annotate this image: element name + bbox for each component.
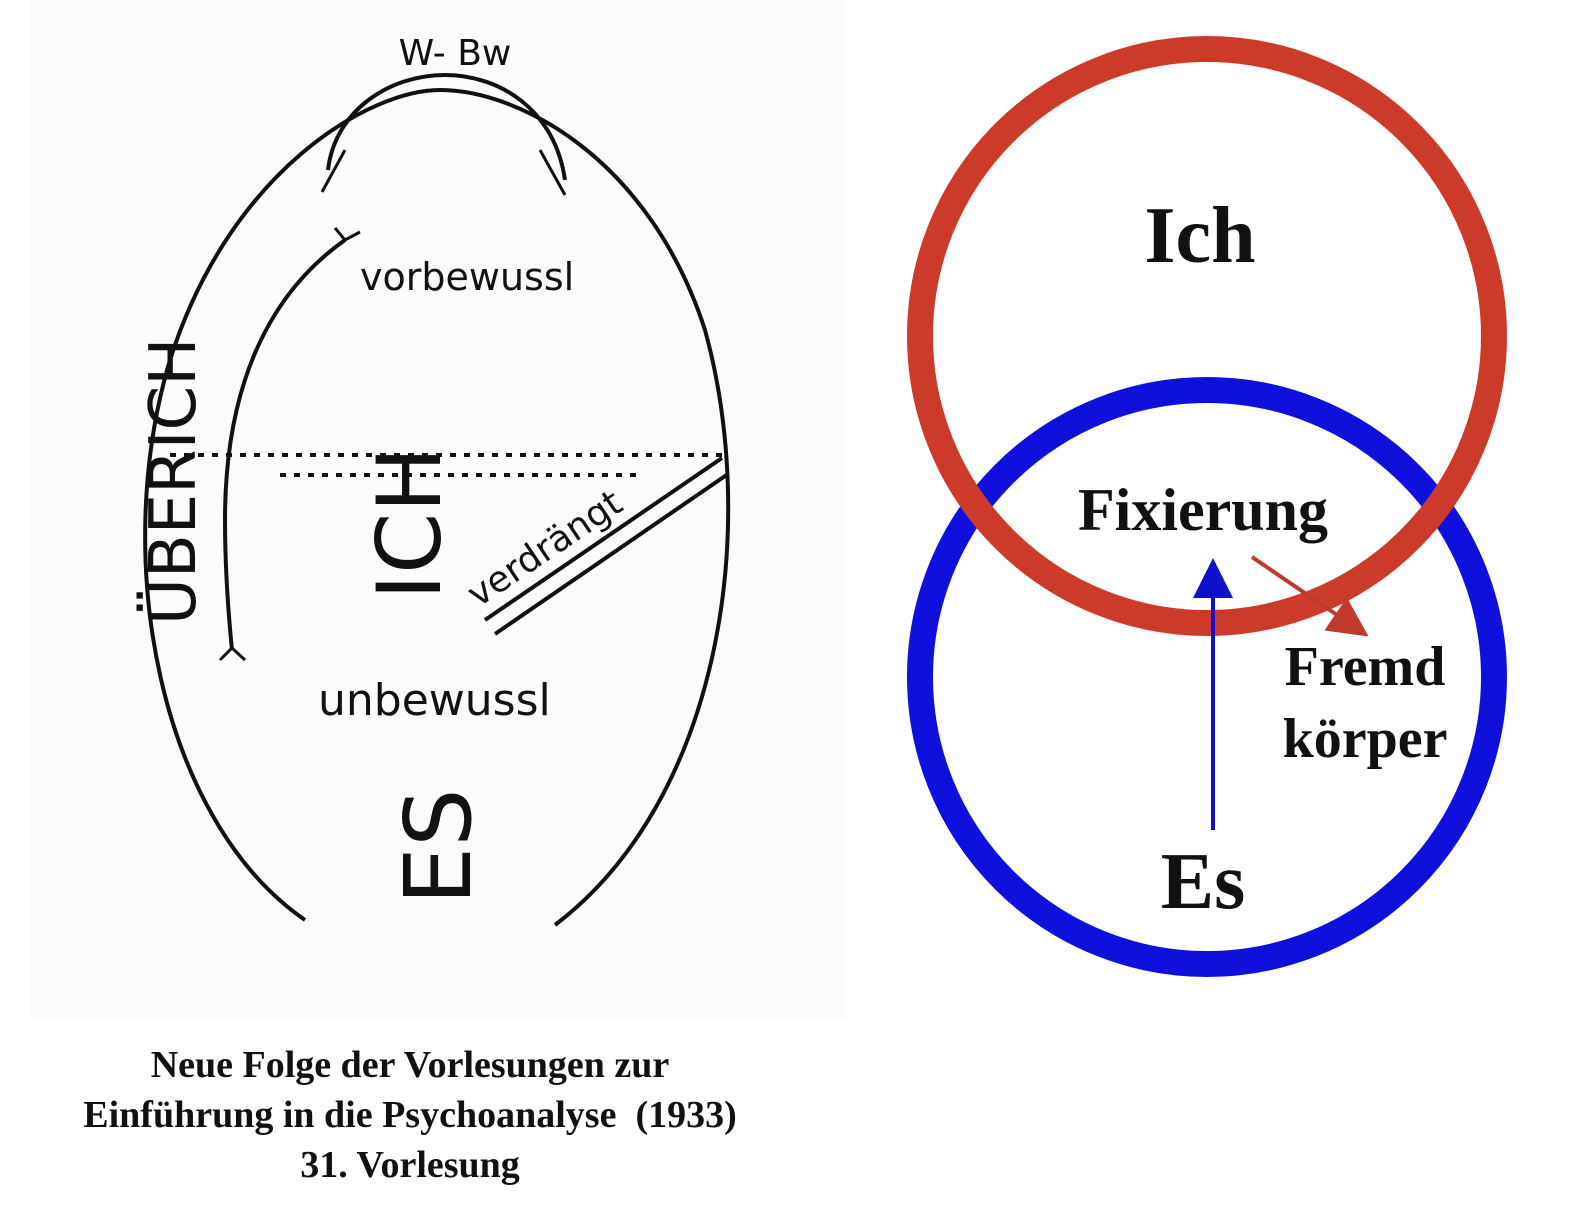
- perception-cap: [326, 72, 567, 181]
- figure-caption: Neue Folge der Vorlesungen zur Einführun…: [0, 1040, 820, 1190]
- psyche-outline: [143, 87, 731, 927]
- caption-line-2: Einführung in die Psychoanalyse (1933): [83, 1094, 737, 1136]
- ich-circle: [907, 36, 1507, 636]
- label-vorbewusst: vorbewussl: [360, 255, 574, 299]
- freud-structural-diagram: W- Bw vorbewussl ÜBERICH ICH verdrängt u…: [0, 0, 860, 1030]
- superego-boundary: [222, 238, 347, 651]
- label-ich-circle: Ich: [1144, 192, 1255, 280]
- label-w-bw: W- Bw: [399, 33, 512, 74]
- es-circle: [907, 377, 1507, 977]
- label-es-circle: Es: [1161, 838, 1246, 926]
- caption-line-3: 31. Vorlesung: [300, 1144, 520, 1186]
- caption-line-1: Neue Folge der Vorlesungen zur: [150, 1044, 670, 1086]
- cap-ticks: [320, 149, 567, 196]
- label-ueberich: ÜBERICH: [136, 338, 211, 625]
- fixierung-to-fremdkoerper-arrow: [1250, 555, 1369, 637]
- repression-line-2: [493, 472, 730, 636]
- freud-diagram-svg: W- Bw vorbewussl ÜBERICH ICH verdrängt u…: [30, 0, 845, 1020]
- label-fixierung: Fixierung: [1078, 477, 1328, 543]
- repression-line-1: [483, 456, 724, 622]
- superego-ticks: [218, 227, 361, 662]
- scan-background: [30, 0, 845, 1020]
- label-es: ES: [385, 788, 492, 905]
- ich-es-venn-diagram: Ich Fixierung Fremd körper Es: [880, 0, 1588, 1030]
- label-fremd: Fremd: [1285, 636, 1446, 698]
- label-ich: ICH: [358, 446, 461, 600]
- venn-svg: Ich Fixierung Fremd körper Es: [907, 36, 1507, 977]
- label-koerper: körper: [1283, 708, 1448, 770]
- label-unbewusst: unbewussl: [318, 675, 551, 726]
